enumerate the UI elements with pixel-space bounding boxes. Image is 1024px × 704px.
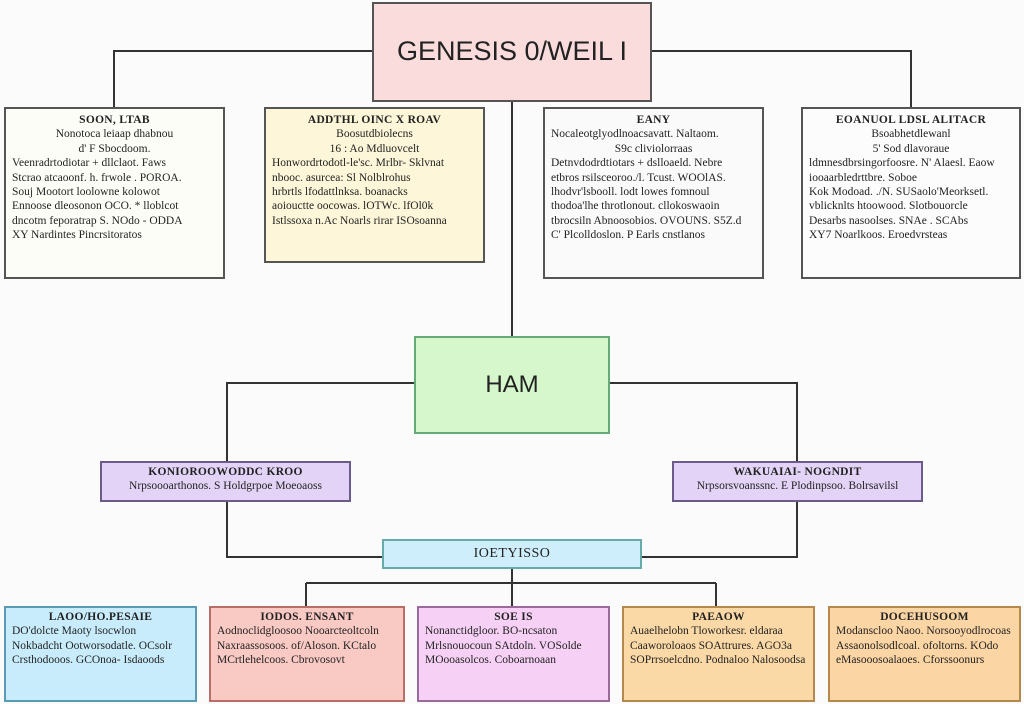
bottom-card-3-line: MOooasolcos. Coboarnoaan: [425, 654, 556, 667]
bottom-card-4-line: Caaworoloaos SOAttrures. AGO3a: [630, 639, 792, 652]
ham-node[interactable]: HAM: [414, 336, 610, 434]
top-card-2-line: nbooc. asurcea: Sl Nolblrohus: [272, 171, 411, 184]
bottom-card-4-heading: PAEAOW: [692, 611, 745, 623]
top-card-3-line: etbros rsilsceoroo./l. Tcust. WOOlAS.: [551, 171, 726, 184]
top-card-3-line: S9c cliviolorraas: [614, 142, 693, 155]
top-card-2-line: hrbrtls lfodattlnksa. boanacks: [272, 185, 408, 198]
top-card-1-line: Souj Mootort loolowne kolowot: [12, 185, 160, 198]
bottom-card-5[interactable]: DOCEHUSOOM Modanscloo Naoo. Norsooyodlro…: [828, 606, 1021, 702]
joint-label: IOETYISSO: [473, 546, 551, 562]
top-card-3-line: C' Plcolldoslon. P Earls cnstlanos: [551, 229, 706, 241]
bottom-card-3-heading: SOE IS: [494, 611, 533, 623]
top-card-1-line: XY Nardintes Pincrsitoratos: [12, 229, 142, 241]
top-card-4-line: Bsoabhetdlewanl: [871, 128, 951, 141]
bottom-card-4-line: Auaelhelobn Tloworkesr. eldaraa: [630, 625, 783, 638]
connector-root-right: [652, 50, 912, 107]
top-card-1-line: Nonotoca leiaap dhabnou: [55, 128, 174, 141]
ham-label: HAM: [485, 371, 539, 398]
top-card-1-line: d' F Sbocdoom.: [78, 142, 151, 155]
top-card-4-line: vblicknlts htoowood. Slotbouorcle: [809, 200, 968, 213]
mid-card-left-line: Nrpsoooarthonos. S Holdgrpoe Moeoaoss: [129, 480, 322, 493]
top-card-2[interactable]: ADDTHL OINC X ROAV Boosutdbiolecns 16 : …: [264, 107, 485, 263]
top-card-1-line: Veenradrtodiotar + dllclaot. Faws: [12, 157, 167, 170]
top-card-4-line: iooaarbledrttbre. Soboe: [809, 171, 917, 184]
top-card-4-line: Kok Modoad. ./N. SUSaolo'Meorksetl.: [809, 185, 989, 198]
top-card-4-heading: EOANUOL LDSL ALITACR: [835, 114, 987, 126]
top-card-3-line: Nocaleotglyodlnoacsavatt. Naltaom.: [551, 128, 719, 141]
bottom-card-3-line: Nonanctidgloor. BO-ncsaton: [425, 625, 558, 638]
bottom-card-2-heading: IODOS. ENSANT: [260, 611, 354, 623]
top-card-4[interactable]: EOANUOL LDSL ALITACR Bsoabhetdlewanl 5' …: [801, 107, 1021, 279]
bottom-card-2-line: MCrtlehelcoos. Cbrovosovt: [217, 654, 345, 667]
top-card-2-line: Boosutdbiolecns: [336, 128, 413, 141]
connector-joint-bottom: [305, 569, 717, 606]
connector-ham-left: [226, 382, 414, 461]
top-card-2-line: aoiouctte oocowas. lOTWc. lfOl0k: [272, 200, 434, 213]
top-card-1-line: Stcrao atcaoonf. h. frwole . POROA.: [12, 171, 182, 184]
connector-mid-left-joint: [226, 502, 382, 558]
bottom-card-5-line: Assaonolsodlcoal. ofoltorns. KOdo: [836, 639, 999, 652]
bottom-card-3-line: Mrlsnouocoun SAtdoln. VOSolde: [425, 639, 582, 652]
bottom-card-2-line: Naxraassosoos. of/Aloson. KCtalo: [217, 639, 377, 652]
bottom-card-2[interactable]: IODOS. ENSANT Aodnoclidgloosoo Nooarcteo…: [209, 606, 405, 702]
top-card-2-heading: ADDTHL OINC X ROAV: [307, 114, 442, 126]
root-node[interactable]: GENESIS 0/WEIL I: [372, 2, 652, 102]
mid-card-left[interactable]: KONIOROOWODDC KROO Nrpsoooarthonos. S Ho…: [100, 461, 351, 502]
bottom-card-3[interactable]: SOE IS Nonanctidgloor. BO-ncsaton Mrlsno…: [417, 606, 610, 702]
bottom-card-5-line: eMasooosoalaoes. Cforssoonurs: [836, 654, 985, 667]
top-card-4-line: XY7 Noarlkoos. Eroedvrsteas: [809, 229, 948, 241]
bottom-card-5-heading: DOCEHUSOOM: [880, 611, 969, 623]
top-card-4-line: Desarbs nasoolses. SNAe . SCAbs: [809, 214, 969, 227]
top-card-3-line: lhodvr'lsbooll. lodt lowes fomnoul: [551, 185, 710, 198]
top-card-2-line: Honwordrtodotl-le'sc. Mrlbr- Sklvnat: [272, 157, 445, 170]
top-card-3-line: thodoa'lhe throtlonout. cllokoswaoin: [551, 200, 720, 213]
joint-node[interactable]: IOETYISSO: [382, 539, 642, 569]
mid-card-right-heading: WAKUAIAI- NOGNDIT: [733, 466, 862, 478]
top-card-4-line: ldmnesdbrsingorfoosre. N' Alaesl. Eaow: [809, 157, 995, 170]
mid-card-right[interactable]: WAKUAIAI- NOGNDIT Nrpsorsvoanssnc. E Plo…: [672, 461, 923, 502]
top-card-3-line: tbrocsiln Abnoosobios. OVOUNS. S5Z.d: [551, 214, 742, 227]
top-card-3[interactable]: EANY Nocaleotglyodlnoacsavatt. Naltaom. …: [543, 107, 764, 279]
root-label: GENESIS 0/WEIL I: [396, 36, 628, 67]
top-card-1-line: Ennoose dleosonon OCO. * lloblcot: [12, 200, 179, 213]
bottom-card-1-line: Crsthodooos. GCOnoa- Isdaoods: [12, 654, 165, 667]
bottom-card-1-heading: LAOO/HO.PESAIE: [48, 611, 153, 623]
bottom-card-1[interactable]: LAOO/HO.PESAIE DO'dolcte Maoty lsocwlon …: [4, 606, 197, 702]
mid-card-left-heading: KONIOROOWODDC KROO: [148, 466, 303, 478]
bottom-card-5-line: Modanscloo Naoo. Norsooyodlrocoas: [836, 625, 1011, 638]
bottom-card-4-line: SOPrrsoelcdno. Podnaloo Nalosoodsa: [630, 654, 806, 667]
connector-ham-right: [610, 382, 798, 461]
top-card-3-line: Detnvdodrdtiotars + dslloaeld. Nebre: [551, 157, 723, 170]
bottom-card-2-line: Aodnoclidgloosoo Nooarcteoltcoln: [217, 625, 379, 638]
top-card-1-line: dncotm feporatrap S. NOdo - ODDA: [12, 214, 183, 227]
top-card-3-heading: EANY: [636, 114, 671, 126]
connector-root-left: [113, 50, 372, 107]
bottom-card-1-line: DO'dolcte Maoty lsocwlon: [12, 625, 137, 638]
top-card-1[interactable]: SOON, LTAB Nonotoca leiaap dhabnou d' F …: [4, 107, 225, 279]
connector-mid-right-joint: [642, 502, 798, 558]
top-card-1-heading: SOON, LTAB: [79, 114, 150, 126]
mid-card-right-line: Nrpsorsvoanssnc. E Plodinpsoo. Bolrsavil…: [696, 480, 899, 493]
bottom-card-1-line: Nokbadcht Ootworsodatle. OCsolr: [12, 639, 173, 652]
top-card-2-line: 16 : Ao Mdluovcelt: [329, 142, 420, 155]
top-card-2-line: Istlssoxa n.Ac Noarls rirar ISOsoanna: [272, 214, 447, 227]
top-card-4-line: 5' Sod dlavoraue: [872, 142, 950, 155]
bottom-card-4[interactable]: PAEAOW Auaelhelobn Tloworkesr. eldaraa C…: [622, 606, 815, 702]
